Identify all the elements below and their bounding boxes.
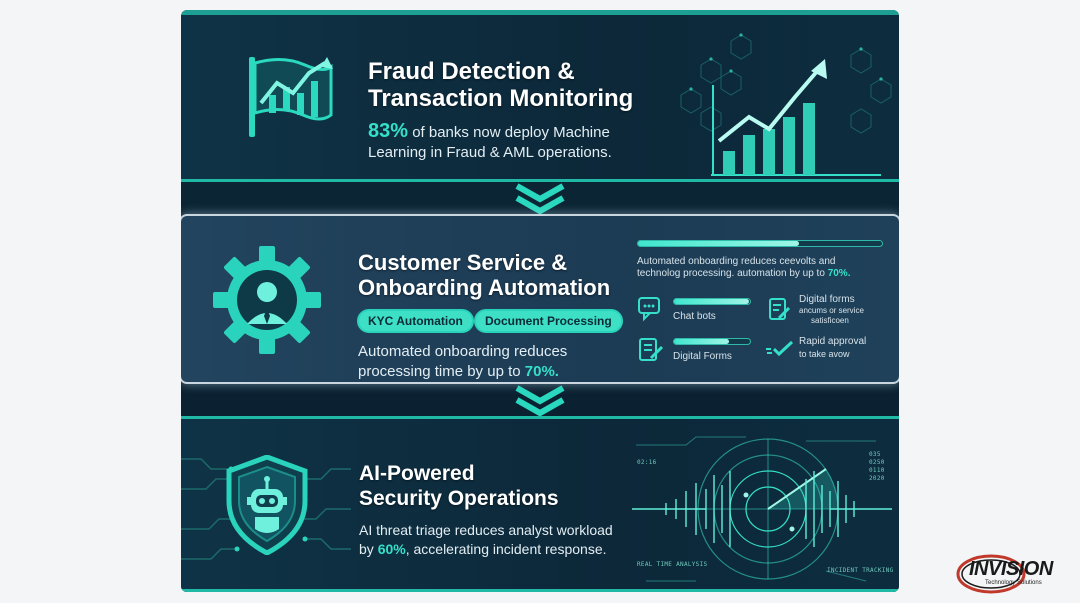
section1-title-line1: Fraud Detection & [368,58,575,85]
hud-value-3: 0110 [869,467,885,474]
chat-bots-fill [674,299,750,304]
section1-text-line1: 83% of banks now deploy Machine [368,121,612,143]
digital-forms-bar [673,338,751,345]
kyc-automation-pill: KYC Automation [357,309,474,333]
stat-60: 60% [377,541,406,557]
radar-illustration [632,436,892,582]
section2-text: Automated onboarding reduces processing … [358,342,567,382]
hud-value-1: 035 [869,451,881,458]
infographic-board: Fraud Detection & Transaction Monitoring… [181,10,899,592]
digital-forms-title: Digital forms [799,294,855,305]
section-customer-service: Customer Service & Onboarding Automation… [181,214,899,384]
hud-value-4: 2020 [869,475,885,482]
section-security-operations: AI-Powered Security Operations AI threat… [181,416,899,592]
section1-text-line2: Learning in Fraud & AML operations. [368,144,612,161]
section2-text-line2-pre: processing time by up to [358,363,525,380]
digital-forms-fill [674,339,730,344]
section3-text-line2-pre: by [359,541,378,557]
right-stat-70: 70%. [827,268,851,279]
form-edit-icon [639,338,664,361]
robot-shield-icon [226,455,308,555]
digital-forms-label: Digital Forms [673,351,732,362]
stat-83: 83% [368,120,409,142]
hud-time: 02:16 [637,459,657,466]
right-summary-line1: Automated onboarding reduces ceevolts an… [637,256,836,267]
trend-flag-icon [249,57,333,137]
section3-text-line2: by 60%, accelerating incident response. [359,540,613,559]
hud-incident-tracking: INCIDENT TRACKING [827,567,894,574]
section3-text-line1: AI threat triage reduces analyst workloa… [359,522,613,538]
right-summary-line2: technolog processing. automation by up t… [637,268,850,280]
gear-user-icon [213,246,321,354]
document-processing-pill: Document Processing [474,309,623,333]
logo-name: INVISION [969,558,1053,580]
section1-title: Fraud Detection & Transaction Monitoring [368,58,633,112]
section-fraud-detection: Fraud Detection & Transaction Monitoring… [181,10,899,182]
section2-text-line2: processing time by up to 70%. [358,362,567,382]
chevron-down-icon [515,183,565,215]
hud-real-time-analysis: REAL TIME ANALYSIS [637,561,708,568]
rapid-approval-line2: to take avow [799,349,850,359]
section3-title-line1: AI-Powered [359,462,475,485]
logo-tagline: Technology Solutions [985,580,1042,586]
digital-forms-sub2: satisficoen [811,316,849,325]
chevron-down-icon [515,385,565,417]
right-summary-line2-pre: technolog processing. automation by up t… [637,268,828,279]
checkmark-icon [766,340,794,357]
onboarding-progress-bar [637,240,883,247]
growth-chart-illustration [680,33,892,176]
section1-title-line2: Transaction Monitoring [368,85,634,112]
chat-bots-bar [673,298,751,305]
digital-forms-sub1: ancums or service [799,306,864,315]
chat-bots-label: Chat bots [673,311,716,322]
stat-70: 70%. [524,363,559,380]
right-summary: Automated onboarding reduces ceevolts an… [637,256,850,280]
section3-text-line2-rest: , accelerating incident response. [405,541,607,557]
section1-text: 83% of banks now deploy Machine Learning… [368,121,612,163]
hud-value-2: 0250 [869,459,885,466]
section1-text-line1-rest: of banks now deploy Machine [408,124,610,141]
logo-swoosh-icon [956,554,1026,594]
section2-text-line1: Automated onboarding reduces [358,343,568,360]
chat-bubble-icon [638,297,660,322]
invision-logo: INVISION Technology Solutions [955,552,1067,596]
rapid-approval-line1: Rapid approval [799,336,867,347]
section3-title-line2: Security Operations [359,487,559,510]
section2-title-line2: Onboarding Automation [358,275,611,300]
digital-forms-details: Digital forms ancums or service satisfic… [799,294,864,326]
section3-title: AI-Powered Security Operations [359,461,559,511]
onboarding-progress-fill [638,241,800,246]
section3-text: AI threat triage reduces analyst workloa… [359,521,613,559]
document-check-icon [769,298,791,320]
section2-title: Customer Service & Onboarding Automation [358,250,610,300]
rapid-approval: Rapid approval to take avow [799,336,866,360]
section2-title-line1: Customer Service & [358,250,568,275]
